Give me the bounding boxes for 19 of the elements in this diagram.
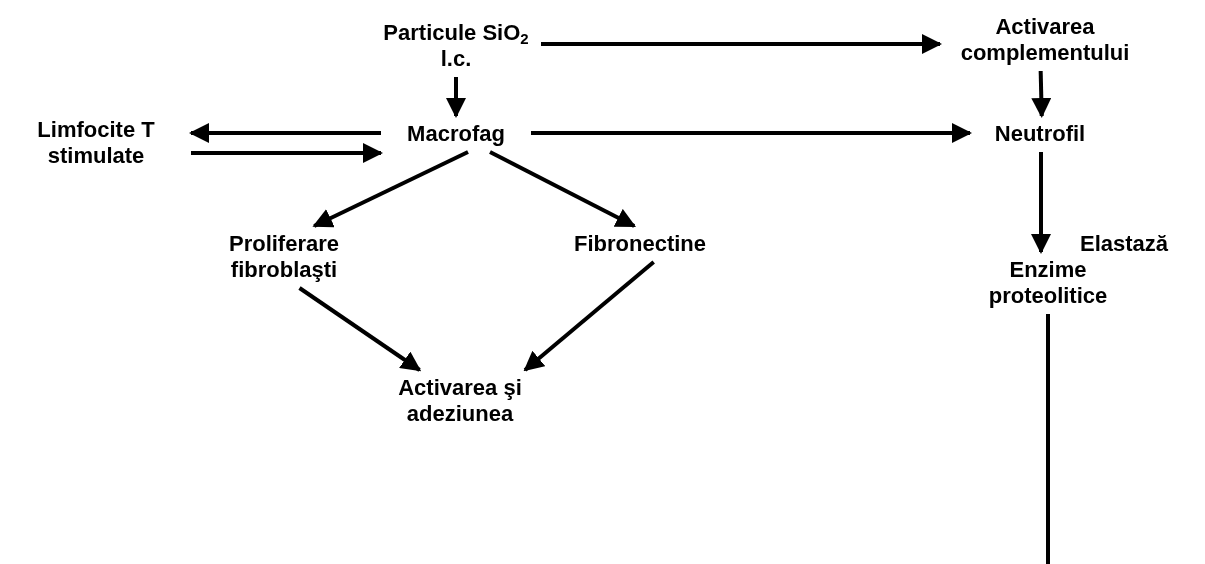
node-label: Neutrofil bbox=[970, 116, 1110, 152]
arrow bbox=[298, 286, 422, 372]
arrow bbox=[489, 150, 636, 228]
node-label: Particule SiO$_{2}$ l.c. bbox=[371, 15, 541, 77]
node-label: Activarea şi adeziunea bbox=[360, 370, 560, 432]
arrow bbox=[446, 77, 466, 118]
arrow bbox=[541, 34, 942, 54]
arrow bbox=[1031, 152, 1051, 254]
arrow bbox=[191, 143, 383, 163]
node-label: Limfocite T stimulate bbox=[1, 112, 191, 174]
arrow bbox=[523, 260, 655, 372]
arrow bbox=[531, 123, 972, 143]
node-label: Proliferare fibroblaşti bbox=[194, 226, 374, 288]
arrow bbox=[1031, 70, 1052, 118]
arrow bbox=[312, 150, 469, 228]
arrow bbox=[189, 123, 381, 143]
node-label: Macrofag bbox=[381, 116, 531, 152]
node-label: Fibronectine bbox=[560, 226, 720, 262]
node-label: Activarea complementului bbox=[940, 9, 1150, 71]
